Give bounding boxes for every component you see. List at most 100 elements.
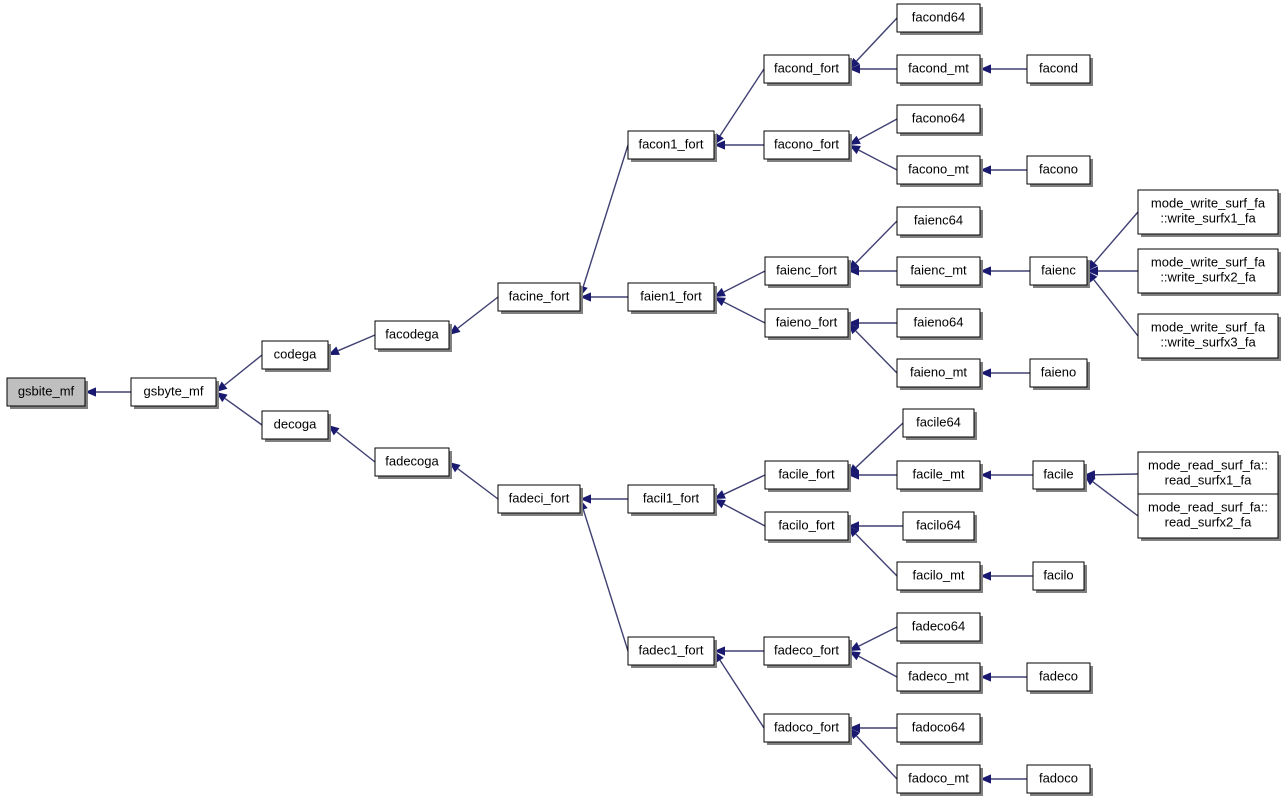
- node-facile_fort[interactable]: facile_fort: [764, 460, 851, 492]
- node-fadeco[interactable]: fadeco: [1026, 662, 1093, 694]
- node-box[interactable]: [130, 377, 217, 407]
- node-box[interactable]: [261, 410, 329, 440]
- node-box[interactable]: [1026, 764, 1091, 794]
- node-fadec1_fort[interactable]: fadec1_fort: [627, 636, 717, 668]
- node-box[interactable]: [1137, 493, 1279, 539]
- node-write_surfx1[interactable]: mode_write_surf_fa::write_surfx1_fa: [1137, 189, 1281, 237]
- node-fadoco_fort[interactable]: fadoco_fort: [763, 713, 852, 745]
- node-faien1_fort[interactable]: faien1_fort: [627, 282, 717, 314]
- node-faieno_mt[interactable]: faieno_mt: [896, 358, 983, 390]
- node-box[interactable]: [1029, 256, 1088, 286]
- node-box[interactable]: [1029, 358, 1088, 388]
- node-write_surfx3[interactable]: mode_write_surf_fa::write_surfx3_fa: [1137, 313, 1281, 361]
- node-box[interactable]: [896, 713, 981, 743]
- node-write_surfx2[interactable]: mode_write_surf_fa::write_surfx2_fa: [1137, 248, 1281, 296]
- call-edge-read_surfx1-to-facile: [1084, 470, 1139, 480]
- node-facond64[interactable]: facond64: [896, 3, 983, 35]
- call-edge-facon1_fort-to-facine_fort: [578, 144, 629, 297]
- node-box[interactable]: [896, 764, 981, 794]
- node-facono64[interactable]: facono64: [896, 104, 983, 136]
- node-box[interactable]: [627, 484, 715, 514]
- node-faienc_mt[interactable]: faienc_mt: [896, 256, 983, 288]
- node-box[interactable]: [896, 3, 981, 33]
- node-facono[interactable]: facono: [1026, 155, 1093, 187]
- node-facilo_fort[interactable]: facilo_fort: [764, 511, 851, 543]
- node-box[interactable]: [896, 155, 981, 185]
- node-facono_fort[interactable]: facono_fort: [763, 130, 852, 162]
- node-box[interactable]: [896, 561, 981, 591]
- node-box[interactable]: [896, 460, 981, 490]
- node-read_surfx1[interactable]: mode_read_surf_fa::read_surfx1_fa: [1137, 451, 1281, 499]
- node-box[interactable]: [896, 662, 981, 692]
- node-fadoco[interactable]: fadoco: [1026, 764, 1093, 796]
- node-codega[interactable]: codega: [261, 340, 331, 372]
- node-facon1_fort[interactable]: facon1_fort: [627, 130, 717, 162]
- node-box[interactable]: [763, 713, 850, 743]
- node-box[interactable]: [1137, 313, 1279, 359]
- node-fadoco64[interactable]: fadoco64: [896, 713, 983, 745]
- node-box[interactable]: [896, 308, 981, 338]
- node-facond[interactable]: facond: [1026, 54, 1093, 86]
- node-facilo[interactable]: facilo: [1032, 561, 1087, 593]
- node-box[interactable]: [1026, 155, 1091, 185]
- node-gsbite_mf[interactable]: gsbite_mf: [6, 377, 88, 409]
- node-box[interactable]: [896, 612, 981, 642]
- node-box[interactable]: [1137, 248, 1279, 294]
- node-facine_fort[interactable]: facine_fort: [497, 282, 583, 314]
- node-fadoco_mt[interactable]: fadoco_mt: [896, 764, 983, 796]
- node-gsbyte_mf[interactable]: gsbyte_mf: [130, 377, 219, 409]
- node-facond_fort[interactable]: facond_fort: [763, 54, 852, 86]
- node-box[interactable]: [764, 460, 849, 490]
- node-box[interactable]: [627, 130, 715, 160]
- node-box[interactable]: [764, 511, 849, 541]
- node-box[interactable]: [896, 54, 981, 84]
- node-facile_mt[interactable]: facile_mt: [896, 460, 983, 492]
- node-facodega[interactable]: facodega: [374, 320, 452, 352]
- node-box[interactable]: [1137, 189, 1279, 235]
- node-box[interactable]: [763, 636, 850, 666]
- node-facile[interactable]: facile: [1032, 460, 1087, 492]
- node-faienc64[interactable]: faienc64: [896, 206, 983, 238]
- node-box[interactable]: [261, 340, 329, 370]
- node-box[interactable]: [627, 282, 715, 312]
- node-box[interactable]: [1032, 561, 1085, 591]
- node-facilo_mt[interactable]: facilo_mt: [896, 561, 983, 593]
- node-faienc[interactable]: faienc: [1029, 256, 1090, 288]
- node-box[interactable]: [896, 206, 981, 236]
- node-faieno64[interactable]: faieno64: [896, 308, 983, 340]
- node-facono_mt[interactable]: facono_mt: [896, 155, 983, 187]
- node-facil1_fort[interactable]: facil1_fort: [627, 484, 717, 516]
- node-fadeco_fort[interactable]: fadeco_fort: [763, 636, 852, 668]
- node-box[interactable]: [6, 377, 86, 407]
- node-fadecoga[interactable]: fadecoga: [374, 447, 452, 479]
- node-box[interactable]: [627, 636, 715, 666]
- node-box[interactable]: [374, 320, 450, 350]
- node-facilo64[interactable]: facilo64: [902, 511, 977, 543]
- node-box[interactable]: [763, 130, 850, 160]
- node-fadeci_fort[interactable]: fadeci_fort: [497, 484, 583, 516]
- node-box[interactable]: [764, 308, 849, 338]
- node-faienc_fort[interactable]: faienc_fort: [764, 256, 851, 288]
- node-fadeco64[interactable]: fadeco64: [896, 612, 983, 644]
- node-decoga[interactable]: decoga: [261, 410, 331, 442]
- node-box[interactable]: [902, 408, 975, 438]
- node-faieno[interactable]: faieno: [1029, 358, 1090, 390]
- node-box[interactable]: [896, 256, 981, 286]
- node-box[interactable]: [1026, 662, 1091, 692]
- node-box[interactable]: [374, 447, 450, 477]
- node-box[interactable]: [497, 484, 581, 514]
- node-box[interactable]: [763, 54, 850, 84]
- node-box[interactable]: [896, 358, 981, 388]
- node-facile64[interactable]: facile64: [902, 408, 977, 440]
- node-fadeco_mt[interactable]: fadeco_mt: [896, 662, 983, 694]
- node-box[interactable]: [896, 104, 981, 134]
- node-faieno_fort[interactable]: faieno_fort: [764, 308, 851, 340]
- node-box[interactable]: [497, 282, 581, 312]
- node-box[interactable]: [902, 511, 975, 541]
- node-box[interactable]: [1137, 451, 1279, 497]
- node-box[interactable]: [1026, 54, 1091, 84]
- node-read_surfx2[interactable]: mode_read_surf_fa::read_surfx2_fa: [1137, 493, 1281, 541]
- node-box[interactable]: [1032, 460, 1085, 490]
- node-box[interactable]: [764, 256, 849, 286]
- node-facond_mt[interactable]: facond_mt: [896, 54, 983, 86]
